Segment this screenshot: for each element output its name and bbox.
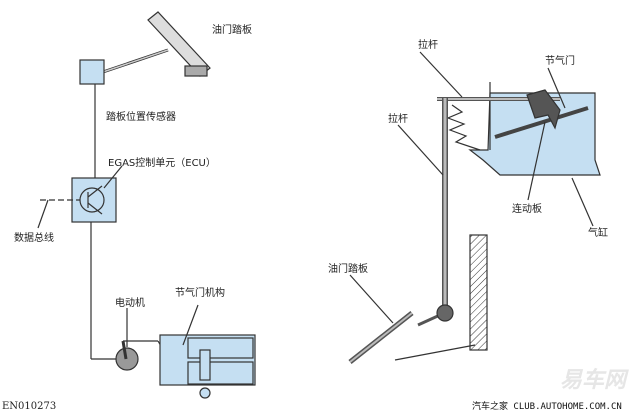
- label-pull-rod-top: 拉杆: [418, 40, 438, 51]
- label-throttle: 节气门: [545, 56, 575, 67]
- label-cylinder: 气缸: [588, 228, 608, 239]
- right-mechanical-throttle: [348, 51, 601, 364]
- label-data-bus: 数据总线: [14, 233, 54, 244]
- linkage-plate: [526, 89, 561, 130]
- pedal-base: [184, 65, 208, 77]
- motor-icon: [115, 347, 139, 371]
- label-motor: 电动机: [115, 298, 145, 309]
- label-throttle-mechanism: 节气门机构: [175, 288, 225, 299]
- wall: [469, 234, 488, 351]
- label-pull-rod-vertical: 拉杆: [388, 114, 408, 125]
- watermark-logo: 易车网: [560, 368, 627, 393]
- pivot-ball: [436, 304, 454, 322]
- label-linkage-plate: 连动板: [512, 204, 542, 215]
- watermark-site: 汽车之家 CLUB.AUTOHOME.COM.CN: [472, 402, 622, 412]
- label-ecu: EGAS控制单元（ECU）: [108, 158, 216, 169]
- pedal-sensor-box: [79, 59, 105, 85]
- pedal-plate: [147, 11, 211, 77]
- label-pedal-position-sensor: 踏板位置传感器: [106, 112, 176, 123]
- figure-code: EN010273: [2, 401, 57, 412]
- label-accelerator-pedal-left: 油门踏板: [212, 25, 252, 36]
- left-electronic-throttle: [37, 11, 256, 399]
- label-accelerator-pedal-right: 油门踏板: [328, 264, 368, 275]
